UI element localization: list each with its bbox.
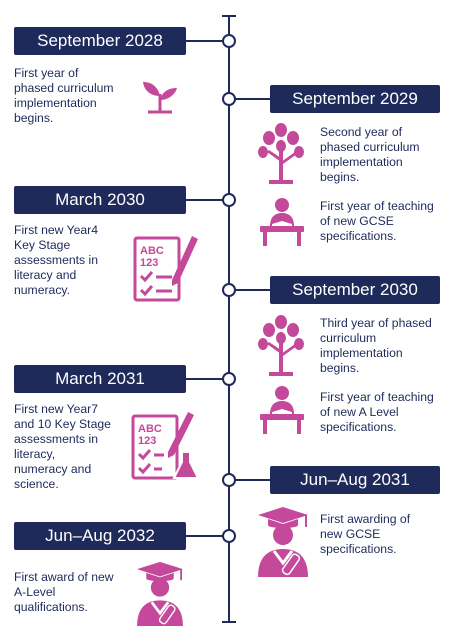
event-description: First new Year4 Key Stage assessments in… (14, 223, 99, 297)
date-pill-jun-aug-2031: Jun–Aug 2031 (270, 466, 440, 494)
date-pill-jun-aug-2032: Jun–Aug 2032 (14, 522, 186, 550)
graduate-icon (258, 507, 308, 577)
svg-text:123: 123 (138, 435, 156, 447)
abc-123-badge: ABC (140, 245, 164, 257)
event-description: First new Year7 and 10 Key Stage assessm… (14, 402, 111, 491)
event-extra-description: First year of teaching of new GCSE speci… (320, 199, 434, 243)
event-extra-description: First year of teaching of new A Level sp… (320, 390, 434, 434)
connector (234, 98, 270, 100)
timeline-spine (228, 15, 230, 623)
student-desk-icon (260, 198, 304, 246)
date-pill-march-2031: March 2031 (14, 365, 186, 393)
connector (234, 479, 270, 481)
spine-cap-top (222, 15, 236, 17)
tree-icon (258, 315, 304, 376)
event-description: First awarding of new GCSE specification… (320, 512, 411, 556)
graduate-icon (137, 561, 183, 626)
connector (234, 289, 270, 291)
tree-icon (258, 123, 304, 184)
connector (186, 378, 224, 380)
event-description: First award of new A-Level qualification… (14, 570, 114, 614)
date-pill-september-2028: September 2028 (14, 27, 186, 55)
svg-text:ABC: ABC (138, 423, 162, 435)
timeline-node (222, 92, 236, 106)
checklist-flask-icon: ABC 123 (131, 412, 200, 480)
timeline-node (222, 529, 236, 543)
event-description: Third year of phased curriculum implemen… (320, 316, 432, 375)
event-description: Second year of phased curriculum impleme… (320, 125, 420, 184)
checklist-icon: ABC 123 (133, 236, 198, 302)
date-pill-september-2030: September 2030 (270, 276, 440, 304)
timeline-node (222, 34, 236, 48)
connector (186, 535, 224, 537)
date-pill-september-2029: September 2029 (270, 85, 440, 113)
timeline-node (222, 473, 236, 487)
svg-text:123: 123 (140, 257, 158, 269)
sprout-icon (143, 82, 177, 114)
timeline-node (222, 283, 236, 297)
spine-cap-bottom (222, 621, 236, 623)
event-description: First year of phased curriculum implemen… (14, 66, 114, 125)
timeline-node (222, 193, 236, 207)
timeline-node (222, 372, 236, 386)
connector (186, 40, 224, 42)
student-desk-icon (260, 386, 304, 434)
date-pill-march-2030: March 2030 (14, 186, 186, 214)
connector (186, 199, 224, 201)
